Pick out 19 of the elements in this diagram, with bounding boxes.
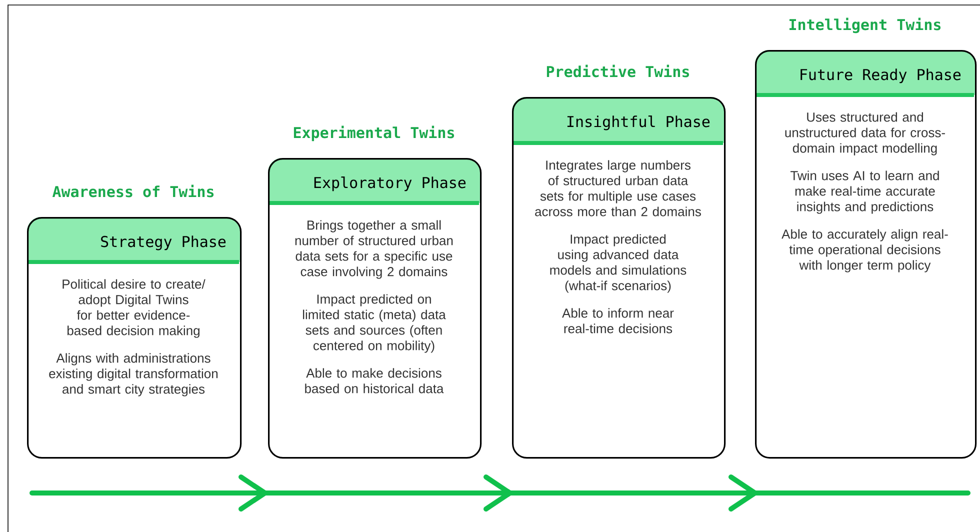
phase-title: Future Ready Phase xyxy=(800,68,961,84)
phase-title: Strategy Phase xyxy=(101,236,226,250)
phase-title: Insightful Phase xyxy=(567,116,710,130)
description-text: Able to make decisions based on historical data xyxy=(305,368,444,394)
stage-heading: Awareness of Twins xyxy=(52,184,214,198)
description-text: Impact predicted using advanced data models and simulations (what-if scenarios) xyxy=(550,234,686,293)
description-text: Integrates large numbers of structured urban data sets for multiple use cases across more than 2 domains xyxy=(535,160,701,216)
description-text: Aligns with administrations existing digital transformation and smart city strategies xyxy=(49,353,218,396)
stage-heading: Experimental Twins xyxy=(294,126,454,142)
description-text: Impact predicted on limited static (meta) data sets and sources (often centered on mobility) xyxy=(303,294,446,353)
description-text: Able to inform near real-time decisions xyxy=(562,308,674,334)
description-text: Able to accurately align real-time operational decisions with longer term policy xyxy=(782,229,948,272)
description-text: Brings together a small number of structured urban data sets for a specific use case involving 2 domains xyxy=(295,220,453,279)
description-text: Uses structured and unstructured data for cross-domain impact modelling xyxy=(785,112,945,156)
stage-heading: Predictive Twins xyxy=(546,64,690,78)
phase-title: Exploratory Phase xyxy=(314,176,466,192)
description-text: Twin uses AI to learn and make real-time accurate insights and predictions xyxy=(790,170,939,214)
stage-heading: Intelligent Twins xyxy=(790,18,941,34)
description-text: Political desire to create/ adopt Digital Twins for better evidence-based decision making xyxy=(62,279,206,338)
